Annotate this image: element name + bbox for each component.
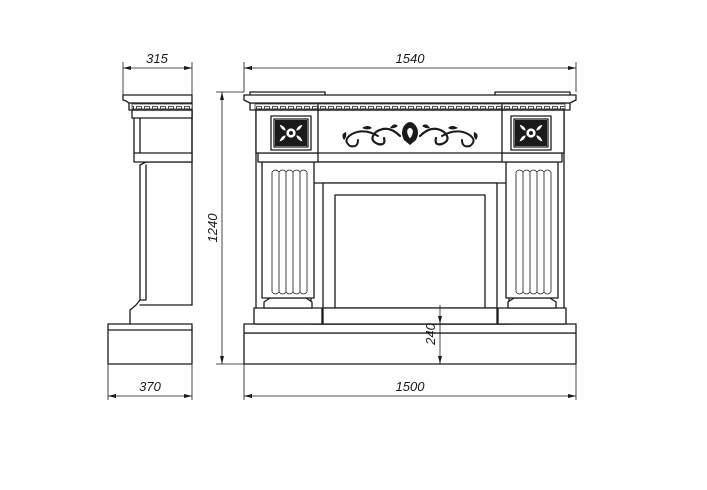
side-frieze	[131, 109, 193, 119]
side-base-plinth	[107, 328, 193, 365]
side-lower-column-profile	[129, 161, 193, 325]
dim-total-height: 1240	[205, 213, 220, 243]
front-view	[243, 91, 577, 365]
left-rosette-block	[270, 115, 312, 151]
side-cornice-top	[122, 94, 193, 104]
front-cornice-meander	[254, 103, 566, 110]
left-column	[253, 152, 323, 325]
dim-side-base-depth: 370	[139, 379, 161, 394]
front-base-top-step	[243, 323, 577, 334]
side-base-top-step	[107, 323, 193, 331]
side-view	[107, 94, 193, 365]
firebox-hearth	[322, 307, 498, 325]
dimension-lines	[107, 62, 577, 400]
right-column	[497, 152, 567, 325]
front-cornice-breaks	[317, 102, 503, 111]
dim-front-top-width: 1540	[396, 51, 426, 66]
dim-front-base-width: 1500	[396, 379, 426, 394]
front-cornice-raised-blocks	[249, 91, 571, 96]
firebox-opening	[334, 194, 486, 309]
frieze-scroll-ornament	[342, 122, 478, 148]
firebox-lintel	[310, 161, 510, 184]
right-rosette-block	[510, 115, 552, 151]
dim-side-top-depth: 315	[146, 51, 168, 66]
dim-base-height: 240	[423, 322, 438, 345]
front-base-plinth	[243, 332, 577, 365]
front-cornice-top	[243, 94, 577, 104]
side-capital-band	[133, 152, 193, 163]
dimension-labels: 315 1540 1240 240 370 1500	[139, 51, 438, 394]
side-cornice-meander	[131, 103, 193, 110]
